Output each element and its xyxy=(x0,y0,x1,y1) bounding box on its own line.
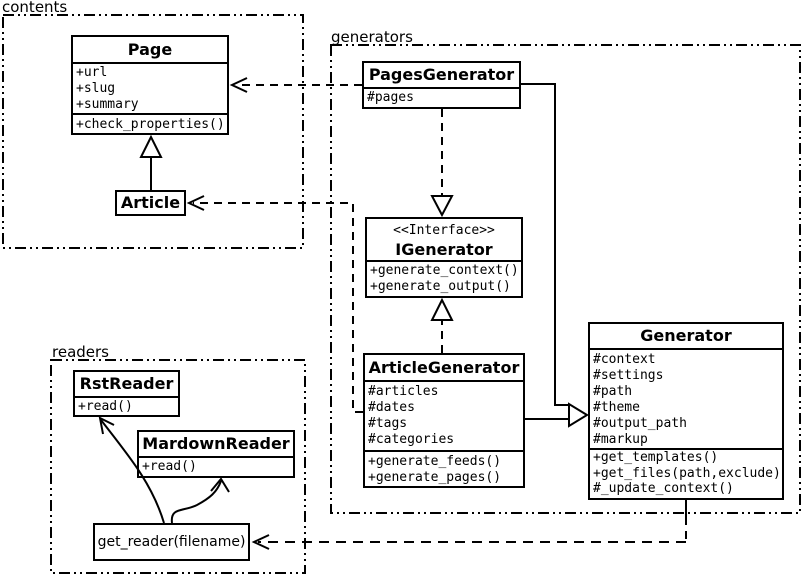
inheritance-arrow-generators-to-generator xyxy=(521,83,589,428)
methods-compartment: +generate_feeds() +generate_pages() xyxy=(365,452,523,486)
attributes-compartment: #articles #dates #tags #categories xyxy=(365,382,523,452)
methods-compartment: +generate_context() +generate_output() xyxy=(367,262,521,295)
methods-compartment: +read() xyxy=(75,398,178,415)
attribute: #output_path xyxy=(593,416,687,431)
package-label-readers: readers xyxy=(52,343,109,361)
realization-arrow-pagesgenerator-to-igenerator xyxy=(430,109,454,218)
class-name-page: Page xyxy=(73,37,227,64)
stereotype-interface: <<Interface>> xyxy=(393,223,495,238)
class-box-article-generator: ArticleGenerator #articles #dates #tags … xyxy=(363,353,525,488)
method: +get_templates() xyxy=(593,450,719,465)
arrow-get-reader-to-mardown-reader xyxy=(170,477,230,524)
dependency-arrow-articlegenerator-to-article xyxy=(186,195,363,413)
method: +check_properties() xyxy=(76,117,225,132)
inheritance-arrow-article-to-page xyxy=(139,134,163,190)
class-name-generator: Generator xyxy=(590,324,782,350)
attribute: #pages xyxy=(367,90,414,105)
method: +read() xyxy=(78,399,133,414)
function-box-get-reader: get_reader(filename) xyxy=(93,523,250,561)
method: +generate_output() xyxy=(370,279,511,294)
methods-compartment: +check_properties() xyxy=(73,115,227,133)
dependency-arrow-generator-to-get-reader xyxy=(251,500,687,550)
method: +generate_feeds() xyxy=(368,454,502,469)
class-name-article: Article xyxy=(120,193,181,212)
class-box-page: Page +url +slug +summary +check_properti… xyxy=(71,35,229,135)
realization-arrow-articlegenerator-to-igenerator xyxy=(430,297,454,353)
class-name-pages-generator: PagesGenerator xyxy=(364,63,519,89)
method: #_update_context() xyxy=(593,481,734,496)
attribute: #theme xyxy=(593,400,640,415)
attribute: #articles xyxy=(368,384,439,399)
attribute: #context xyxy=(593,352,656,367)
attribute: +slug xyxy=(76,81,116,96)
method: +generate_pages() xyxy=(368,470,502,485)
class-name-rst-reader: RstReader xyxy=(75,372,178,398)
package-label-generators: generators xyxy=(331,28,413,46)
attribute: #categories xyxy=(368,432,455,447)
attributes-compartment: #context #settings #path #theme #output_… xyxy=(590,350,782,450)
methods-compartment: +read() xyxy=(139,458,293,475)
class-name-article-generator: ArticleGenerator xyxy=(365,355,523,382)
class-box-article: Article xyxy=(115,190,186,216)
method: +get_files(path,exclude) xyxy=(593,465,781,481)
title-compartment: <<Interface>> IGenerator xyxy=(367,219,521,262)
class-box-mardown-reader: MardownReader +read() xyxy=(137,430,295,478)
package-label-contents: contents xyxy=(2,0,68,16)
attribute: #tags xyxy=(368,416,408,431)
attribute: #markup xyxy=(593,432,648,447)
attribute: +summary xyxy=(76,97,139,112)
methods-compartment: +get_templates() +get_files(path,exclude… xyxy=(590,450,782,497)
attribute: #settings xyxy=(593,368,664,383)
attribute: #path xyxy=(593,384,633,399)
attribute: #dates xyxy=(368,400,415,415)
method: +generate_context() xyxy=(370,263,519,278)
class-name-igenerator: IGenerator xyxy=(395,240,493,259)
class-box-igenerator: <<Interface>> IGenerator +generate_conte… xyxy=(365,217,523,298)
attributes-compartment: #pages xyxy=(364,89,519,106)
dependency-arrow-pagesgenerator-to-page xyxy=(229,77,362,93)
attribute: +url xyxy=(76,65,108,80)
class-box-generator: Generator #context #settings #path #them… xyxy=(588,322,784,500)
class-box-pages-generator: PagesGenerator #pages xyxy=(362,61,521,109)
method: +read() xyxy=(142,459,197,474)
attributes-compartment: +url +slug +summary xyxy=(73,64,227,115)
class-box-rst-reader: RstReader +read() xyxy=(73,370,180,417)
class-name-mardown-reader: MardownReader xyxy=(139,432,293,458)
